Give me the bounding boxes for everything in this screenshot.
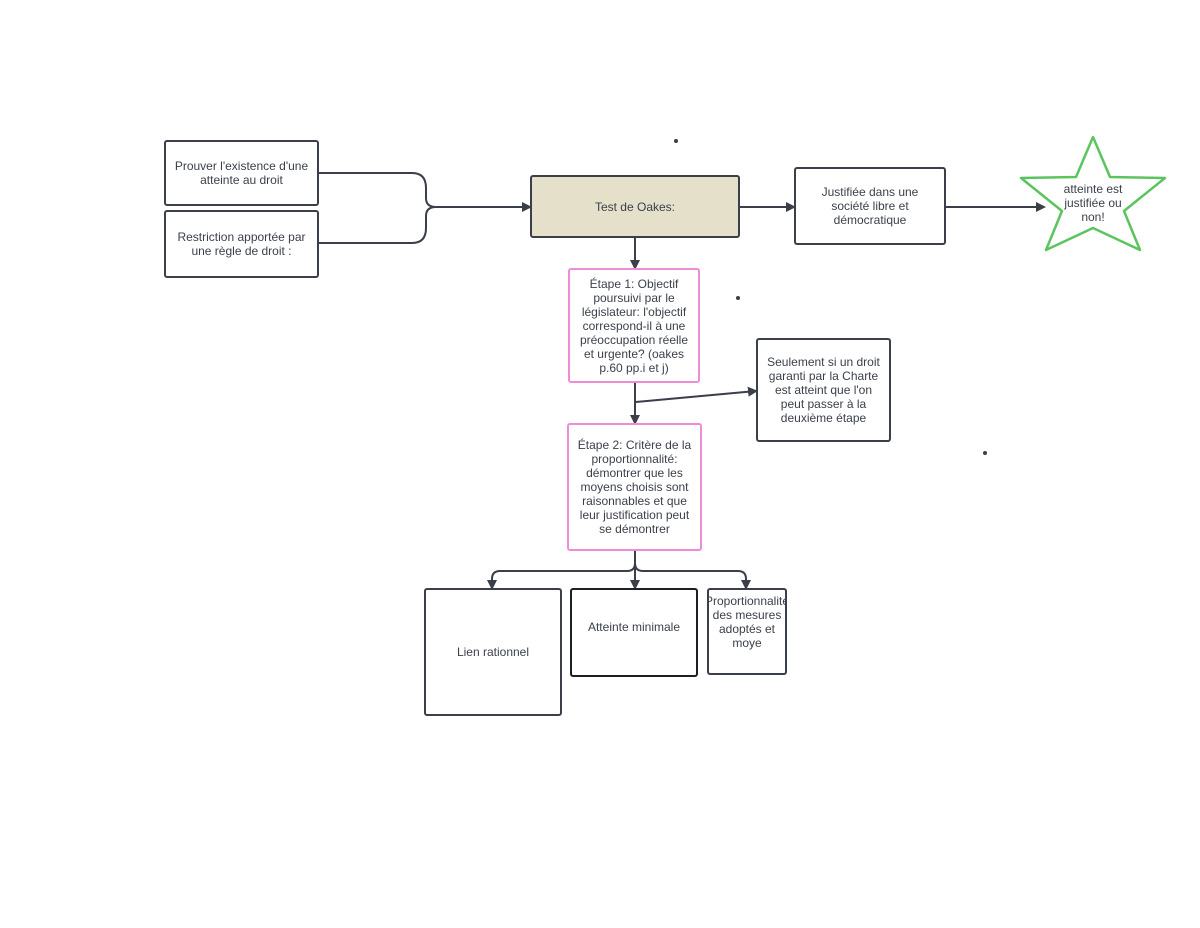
box-lien-rationnel: Lien rationnel <box>424 588 562 716</box>
seulement-label: Seulement si un droit garanti par la Cha… <box>767 355 880 425</box>
stray-dot <box>674 139 678 143</box>
stray-dot <box>983 451 987 455</box>
box-test-oakes: Test de Oakes: <box>530 175 740 238</box>
box-justifiee: Justifiée dans une société libre et démo… <box>794 167 946 245</box>
etape2-label: Étape 2: Critère de la proportionnalité:… <box>577 438 692 536</box>
etape1-label: Étape 1: Objectif poursuivi par le légis… <box>579 276 689 375</box>
box-restriction: Restriction apportée par une règle de dr… <box>164 210 319 278</box>
justifiee-label: Justifiée dans une société libre et démo… <box>821 185 919 227</box>
box-etape2: Étape 2: Critère de la proportionnalité:… <box>567 423 702 551</box>
lien-rationnel-label: Lien rationnel <box>456 645 530 659</box>
branch-connector-right <box>634 562 751 590</box>
box-atteinte-minimale: Atteinte minimale <box>570 588 698 677</box>
stray-dot <box>736 296 740 300</box>
restriction-label: Restriction apportée par une règle de dr… <box>177 230 306 258</box>
star-shape <box>1019 135 1167 252</box>
atteinte-minimale-label: Atteinte minimale <box>587 620 681 634</box>
branch-connector <box>487 550 636 590</box>
star-label: atteinte est justifiée ou non! <box>1063 182 1123 224</box>
box-seulement: Seulement si un droit garanti par la Cha… <box>756 338 891 442</box>
proportionnalite-label: Proportionnalité des mesures adoptés et … <box>707 594 787 650</box>
box-prouver-atteinte: Prouver l'existence d'une atteinte au dr… <box>164 140 319 206</box>
box-proportionnalite: Proportionnalité des mesures adoptés et … <box>707 588 787 675</box>
arrow-to-seulement <box>635 386 758 403</box>
brace-connector <box>318 172 437 244</box>
box-etape1: Étape 1: Objectif poursuivi par le légis… <box>568 268 700 383</box>
prouver-label: Prouver l'existence d'une atteinte au dr… <box>174 159 309 187</box>
test-oakes-label: Test de Oakes: <box>594 199 676 214</box>
